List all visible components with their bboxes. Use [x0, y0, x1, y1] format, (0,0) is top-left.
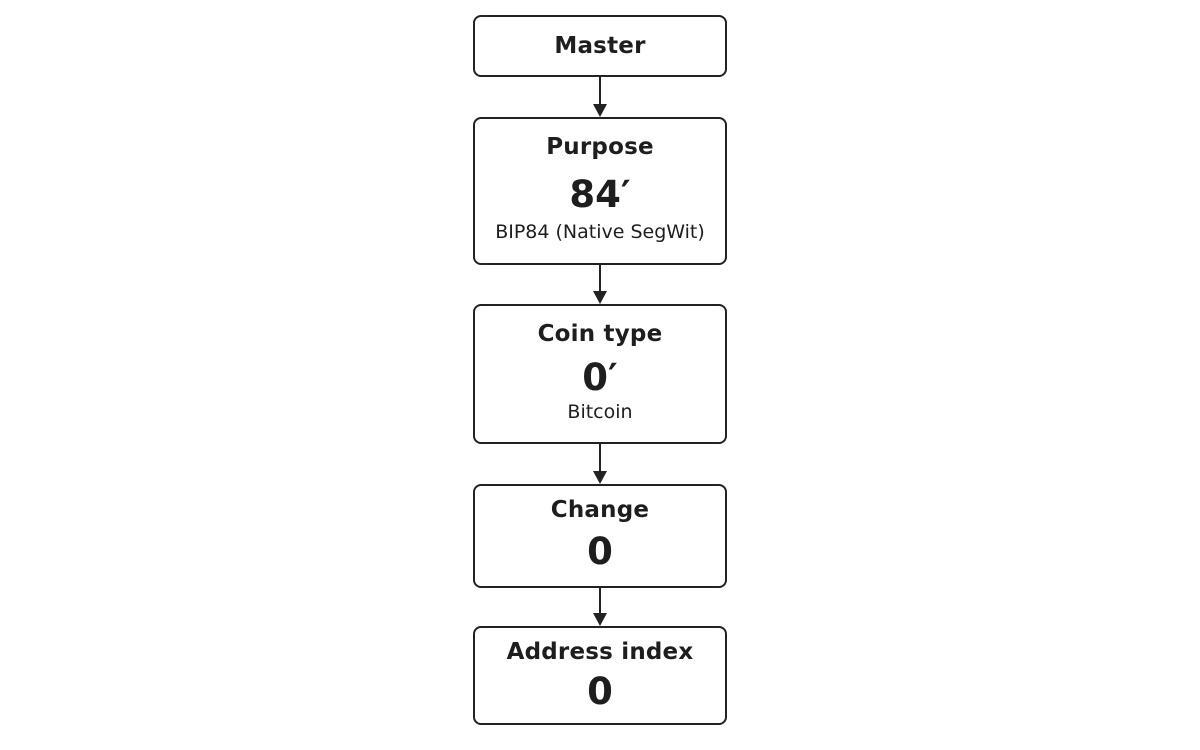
coin-type-value: 0′: [582, 356, 618, 399]
purpose-value: 84′: [569, 173, 631, 216]
master-node: Master: [473, 15, 727, 77]
address-index-value: 0: [587, 670, 613, 713]
purpose-node: Purpose 84′ BIP84 (Native SegWit): [473, 117, 727, 265]
master-title: Master: [554, 33, 646, 59]
arrow-master-to-purpose: [593, 77, 607, 117]
address-index-title: Address index: [506, 639, 694, 665]
change-node: Change 0: [473, 484, 727, 588]
purpose-note: BIP84 (Native SegWit): [495, 221, 705, 243]
change-value: 0: [587, 530, 613, 573]
address-index-node: Address index 0: [473, 626, 727, 725]
arrow-coin-type-to-change: [593, 444, 607, 484]
coin-type-title: Coin type: [537, 321, 663, 347]
purpose-title: Purpose: [546, 134, 654, 160]
coin-type-note: Bitcoin: [567, 401, 633, 423]
arrow-purpose-to-coin-type: [593, 265, 607, 304]
arrow-change-to-address-index: [593, 588, 607, 626]
coin-type-node: Coin type 0′ Bitcoin: [473, 304, 727, 444]
change-title: Change: [550, 497, 650, 523]
